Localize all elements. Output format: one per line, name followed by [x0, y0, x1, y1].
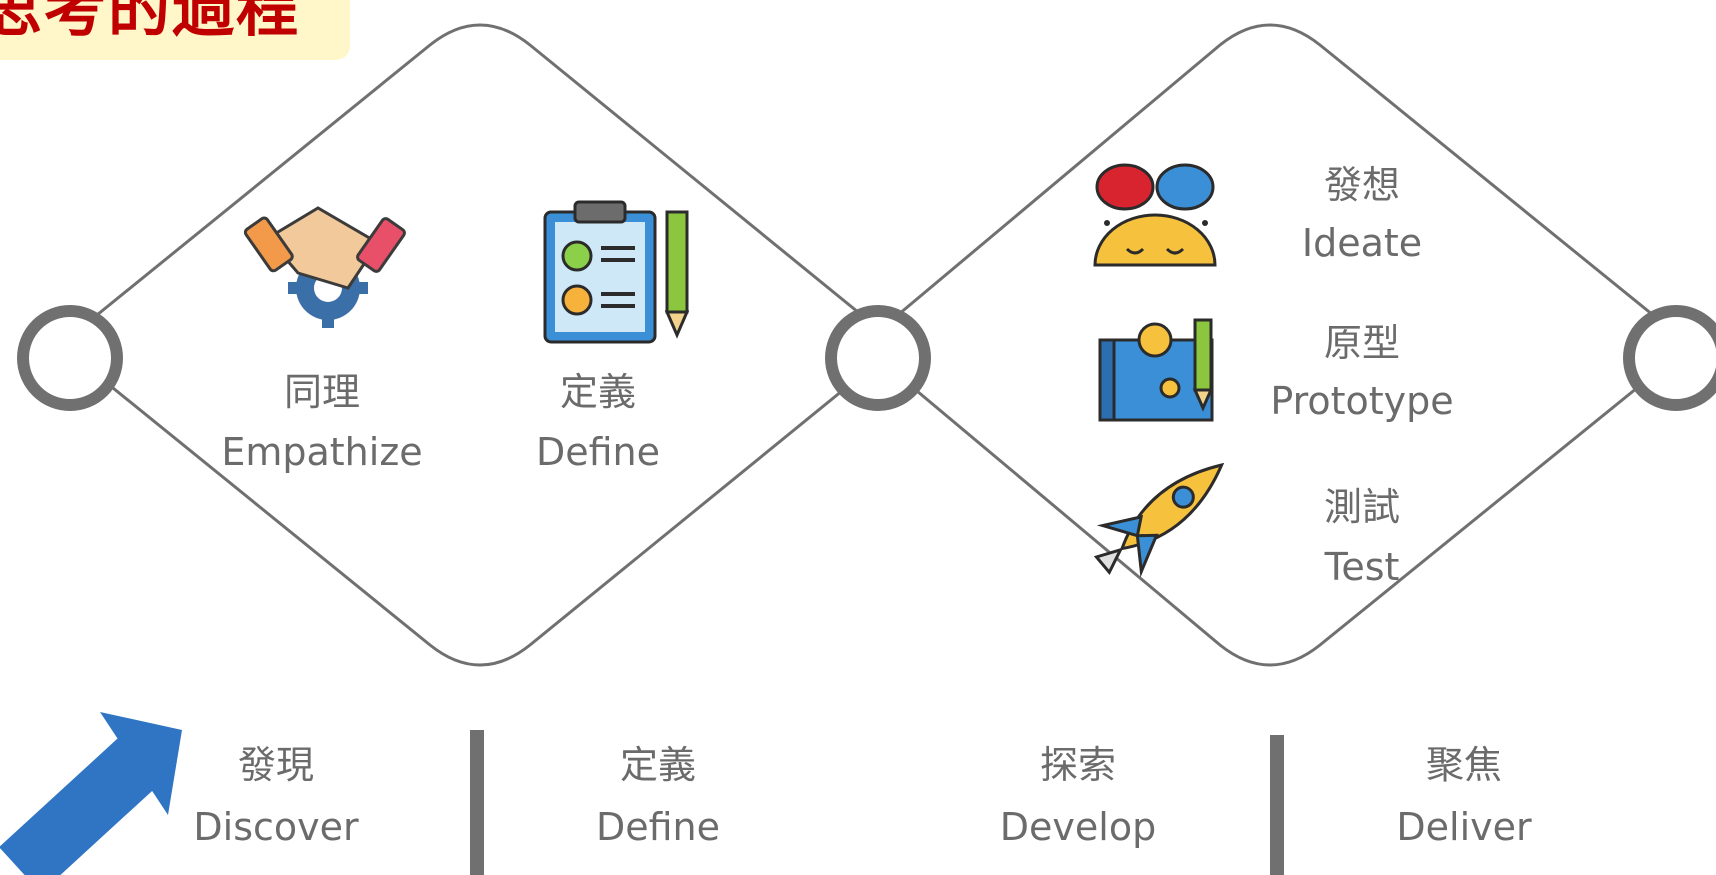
handshake-gear-icon — [243, 206, 406, 328]
diamond-right-outline — [871, 23, 1693, 667]
phase-deliver-en: Deliver — [1396, 805, 1532, 849]
node-circle-end — [1623, 305, 1716, 411]
blueprint-pencil-icon — [1098, 318, 1214, 422]
phase-define-en: Define — [596, 805, 720, 849]
phase-develop-zh: 探索 — [1040, 743, 1116, 787]
stage-ideate-zh: 發想 — [1324, 163, 1400, 207]
phase-define-zh: 定義 — [620, 743, 696, 787]
arrow-pointer-icon — [0, 712, 182, 875]
phase-develop-en: Develop — [1000, 805, 1156, 849]
stage-define-zh: 定義 — [560, 370, 636, 414]
thought-bubbles-face-icon — [1093, 163, 1217, 267]
stage-test-en: Test — [1324, 545, 1400, 589]
phase-divider-left — [470, 730, 484, 875]
diamond-left-outline — [57, 23, 889, 667]
node-circle-middle — [825, 305, 931, 411]
phase-divider-right — [1270, 735, 1284, 875]
title-banner: 思考的過程 — [0, 0, 350, 60]
node-circle-start — [17, 305, 123, 411]
phase-discover-en: Discover — [193, 805, 359, 849]
stage-empathize-en: Empathize — [221, 430, 422, 474]
stage-test-zh: 測試 — [1324, 485, 1400, 529]
stage-prototype-zh: 原型 — [1324, 321, 1400, 365]
phase-deliver-zh: 聚焦 — [1426, 743, 1502, 787]
stage-ideate-en: Ideate — [1302, 221, 1422, 265]
stage-prototype-en: Prototype — [1270, 379, 1453, 423]
page-title: 思考的過程 — [0, 0, 301, 45]
clipboard-checklist-icon — [543, 200, 690, 344]
stage-empathize-zh: 同理 — [284, 370, 360, 414]
stage-define-en: Define — [536, 430, 660, 474]
rocket-icon — [1093, 462, 1225, 578]
phase-discover-zh: 發現 — [238, 743, 314, 787]
